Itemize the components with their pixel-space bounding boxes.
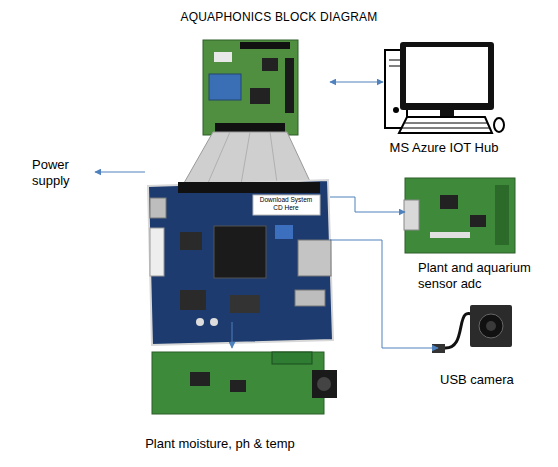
keyboard bbox=[399, 117, 492, 133]
pin-header bbox=[240, 42, 290, 49]
chip bbox=[180, 232, 202, 250]
keyboard-keys bbox=[402, 128, 490, 129]
usb-connector bbox=[295, 290, 325, 306]
pin-header bbox=[285, 58, 294, 113]
ribbon-stripe bbox=[205, 132, 230, 190]
monitor-stand bbox=[440, 110, 454, 116]
chip bbox=[250, 88, 270, 104]
monitor-screen bbox=[406, 47, 488, 103]
sticker bbox=[253, 195, 320, 215]
terminal-block bbox=[272, 352, 312, 364]
chip bbox=[230, 295, 260, 313]
keyboard-keys bbox=[405, 123, 487, 124]
block-caption: MS Azure IOT Hub bbox=[383, 140, 505, 156]
hardware-block: Power supply bbox=[28, 155, 95, 191]
pin-row bbox=[495, 185, 509, 245]
hardware-block: MS Azure IOT Hub bbox=[383, 38, 505, 160]
block-caption: Plant moisture, ph & temp bbox=[130, 436, 310, 452]
block-caption: Plant and aquarium sensor adc bbox=[418, 260, 553, 292]
chip bbox=[440, 195, 458, 209]
camera-lens bbox=[486, 321, 496, 331]
diagram-title: AQUAPHONICS BLOCK DIAGRAM bbox=[0, 10, 558, 24]
component bbox=[275, 225, 293, 239]
wifi-module bbox=[209, 74, 241, 100]
chip bbox=[230, 380, 246, 392]
bnc-connector bbox=[312, 370, 337, 398]
hardware-block: Plant moisture, ph & temp bbox=[130, 348, 340, 452]
fpga-chip bbox=[214, 226, 266, 278]
usb-plug bbox=[432, 344, 445, 353]
block-caption: Power supply bbox=[32, 157, 94, 189]
connector-arrow bbox=[330, 197, 405, 212]
connector-arrow bbox=[95, 172, 145, 173]
connector-arrow bbox=[330, 82, 383, 83]
gpio-header bbox=[178, 182, 320, 193]
silkscreen bbox=[430, 232, 470, 238]
block-caption: USB camera bbox=[440, 372, 520, 388]
ribbon-stripe bbox=[240, 132, 250, 190]
connector-arrow bbox=[330, 240, 438, 348]
hardware-block: Download System CD Here bbox=[145, 38, 330, 322]
ethernet-jack bbox=[298, 240, 331, 276]
button bbox=[196, 318, 204, 326]
mouse bbox=[494, 118, 504, 132]
moisture-board bbox=[152, 352, 324, 414]
button bbox=[210, 318, 218, 326]
bnc-connector bbox=[317, 377, 331, 391]
chip bbox=[180, 290, 206, 310]
wifi-board bbox=[203, 40, 298, 135]
usb-connector bbox=[150, 228, 164, 276]
connector-arrow bbox=[232, 322, 233, 348]
pin-header bbox=[215, 123, 285, 132]
camera-board bbox=[470, 305, 512, 347]
board-label: Download System CD Here bbox=[256, 196, 316, 212]
chip bbox=[190, 372, 210, 386]
monitor-frame bbox=[400, 42, 494, 110]
camera-lens bbox=[479, 314, 503, 338]
connector bbox=[214, 52, 232, 62]
chip bbox=[470, 215, 486, 227]
hardware-block: USB camera bbox=[438, 295, 520, 387]
power-button bbox=[393, 107, 399, 113]
chip bbox=[262, 58, 278, 71]
fpga-board bbox=[148, 180, 333, 345]
power-jack bbox=[150, 198, 166, 218]
hardware-block: Plant and aquarium sensor adc bbox=[405, 178, 553, 290]
connector bbox=[404, 200, 419, 230]
adc-board bbox=[405, 178, 515, 253]
